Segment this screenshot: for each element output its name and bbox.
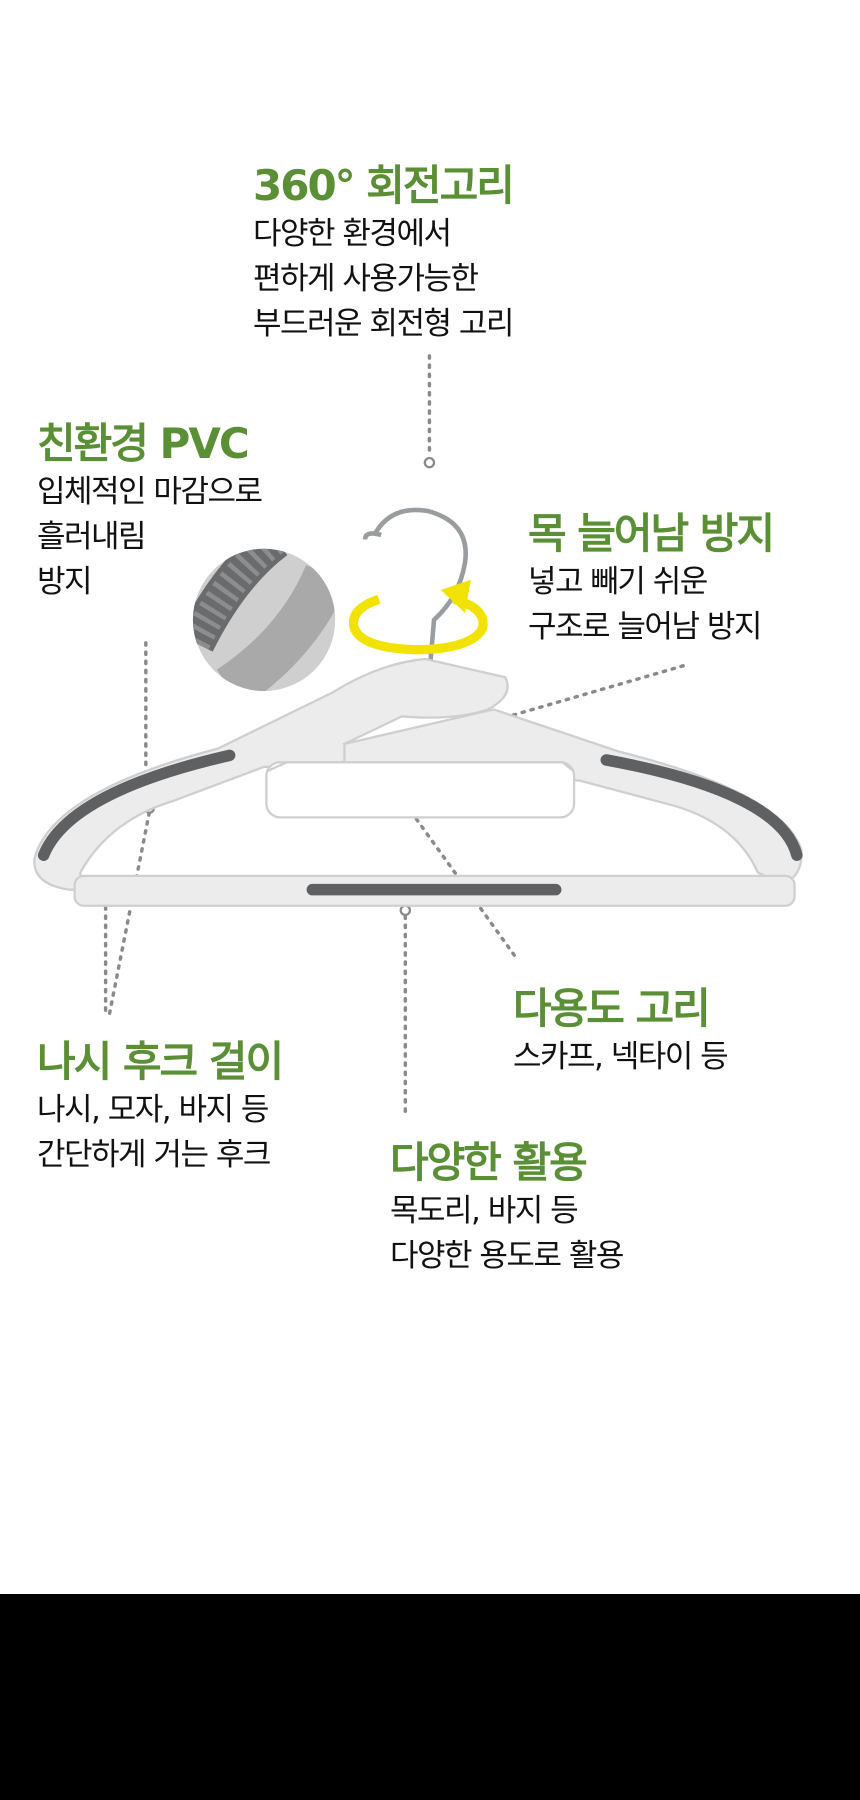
feature-versatile: 다양한 활용 목도리, 바지 등 다양한 용도로 활용: [390, 1137, 624, 1279]
feature-title: 다용도 고리: [513, 984, 711, 1033]
feature-text: 나시, 모자, 바지 등: [37, 1092, 269, 1128]
feature-text: 흘러내림: [37, 519, 147, 555]
feature-rotating-hook: 360° 회전고리 다양한 환경에서 편하게 사용가능한 부드러운 회전형 고리: [253, 160, 515, 347]
feature-text: 구조로 늘어남 방지: [528, 609, 762, 645]
feature-strap-hook: 나시 후크 걸이 나시, 모자, 바지 등 간단하게 거는 후크: [37, 1036, 284, 1178]
feature-text: 넣고 빼기 쉬운: [528, 564, 708, 600]
hanger-body: [33, 657, 803, 907]
feature-title: 목 늘어남 방지: [528, 509, 775, 558]
feature-neck: 목 늘어남 방지 넣고 빼기 쉬운 구조로 늘어남 방지: [528, 508, 775, 650]
leader-strap-hook-a: [107, 811, 151, 1018]
grip-strips: [37, 749, 803, 896]
feature-text: 스카프, 넥타이 등: [513, 1039, 729, 1075]
feature-multi-hook: 다용도 고리 스카프, 넥타이 등: [513, 983, 729, 1080]
feature-pvc: 친환경 PVC 입체적인 마감으로 흘러내림 방지: [37, 418, 263, 605]
feature-text: 부드러운 회전형 고리: [253, 306, 514, 342]
feature-text: 입체적인 마감으로: [37, 474, 263, 510]
metal-hook: [362, 507, 468, 661]
rotation-arrow-icon: [348, 579, 488, 655]
feature-title: 나시 후크 걸이: [37, 1037, 284, 1086]
feature-title: 친환경 PVC: [37, 419, 250, 468]
pvc-detail-inset: [192, 548, 336, 692]
feature-title: 다양한 활용: [390, 1138, 588, 1187]
feature-text: 방지: [37, 564, 93, 600]
feature-text: 목도리, 바지 등: [390, 1193, 579, 1229]
feature-text: 다양한 용도로 활용: [390, 1238, 624, 1274]
feature-title: 360° 회전고리: [253, 161, 515, 210]
feature-text: 간단하게 거는 후크: [37, 1137, 271, 1173]
feature-text: 편하게 사용가능한: [253, 261, 479, 297]
footer-black-band: [0, 1594, 860, 1800]
feature-text: 다양한 환경에서: [253, 216, 452, 252]
